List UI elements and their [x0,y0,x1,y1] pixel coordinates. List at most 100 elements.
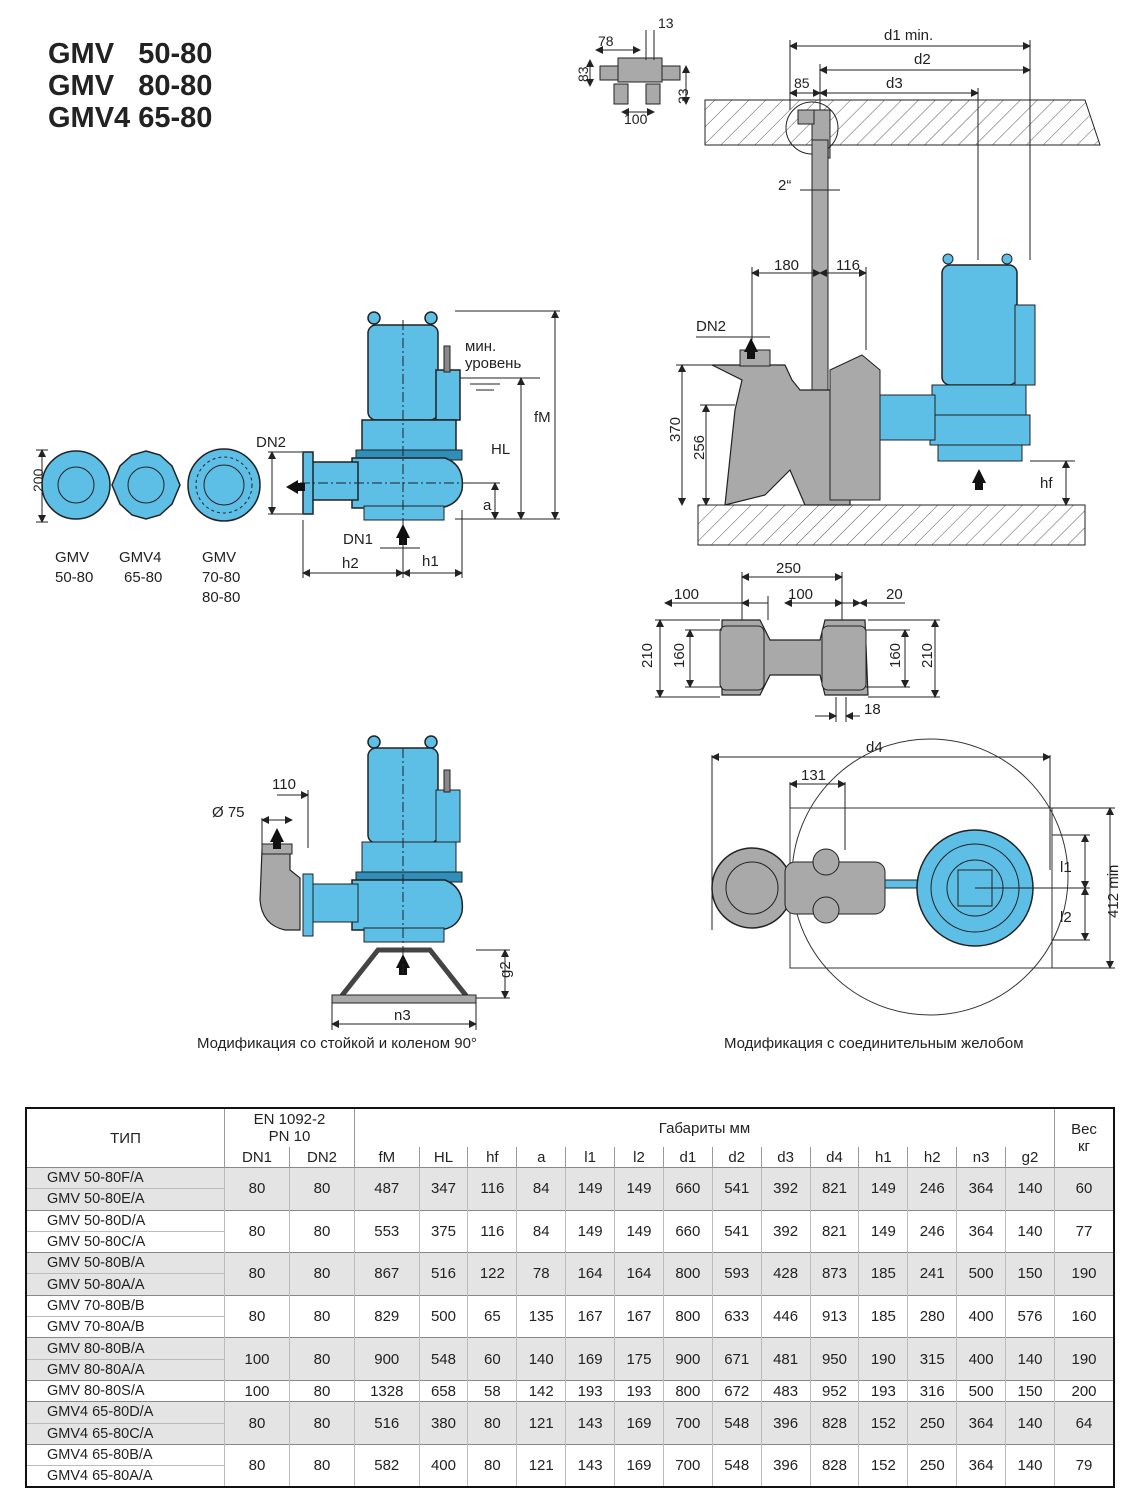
flange3-label-1: GMV [202,549,236,566]
column-header-n3: n3 [956,1147,1006,1168]
column-header-d3: d3 [760,1147,811,1168]
dim-2-inch: 2“ [778,177,791,194]
value-cell: 152 [858,1401,908,1445]
caption-left: Модификация со стойкой и коленом 90° [197,1035,477,1052]
value-cell: 149 [614,1209,664,1253]
value-cell: 633 [711,1294,762,1338]
installation-view [676,40,1101,546]
value-cell: 80 [289,1401,355,1445]
column-header-l2: l2 [614,1147,664,1168]
value-cell: 500 [956,1252,1006,1296]
table-row: GMV 80-80A/A [26,1358,1114,1381]
value-cell: 800 [662,1252,713,1296]
value-cell: 250 [907,1401,957,1445]
value-cell: 80 [289,1443,355,1488]
dim-100-b: 100 [788,586,813,603]
column-header-l1: l1 [565,1147,615,1168]
dim-d1: d1 min. [884,27,933,44]
value-cell: 152 [858,1443,908,1488]
top-bracket-detail [586,30,690,116]
value-cell: 135 [516,1294,566,1338]
dim-20: 20 [886,586,903,603]
value-cell: 100 [224,1379,290,1402]
dim-DN2: DN2 [256,434,286,451]
column-header-d2: d2 [711,1147,762,1168]
type-cell: GMV 50-80B/A [26,1252,225,1274]
value-cell: 175 [614,1337,664,1381]
column-header-hf: hf [467,1147,517,1168]
value-cell: 149 [858,1167,908,1211]
type-cell: GMV 80-80B/A [26,1337,225,1360]
type-cell: GMV4 65-80B/A [26,1443,225,1466]
value-cell: 800 [662,1379,713,1402]
flange2-label-1: GMV4 [119,549,162,566]
value-cell: 149 [858,1209,908,1253]
value-cell: 392 [760,1209,811,1253]
value-cell: 140 [1005,1167,1055,1211]
flange2-label-2: 65-80 [124,569,162,586]
value-cell: 952 [809,1379,859,1402]
dim-100-top: 100 [624,111,648,127]
column-header-fm: fM [354,1147,420,1168]
flange3-label-2: 70-80 [202,569,240,586]
value-cell: 828 [809,1443,859,1488]
value-cell: 169 [565,1337,615,1381]
table-row: GMV 70-80A/B [26,1316,1114,1338]
dim-d4: d4 [866,739,883,756]
value-cell: 80 [224,1443,290,1488]
value-cell: 250 [907,1443,957,1488]
value-cell: 193 [614,1379,664,1402]
value-cell: 500 [418,1294,468,1338]
type-cell: GMV 50-80A/A [26,1273,225,1296]
value-cell: 140 [1005,1401,1055,1445]
value-cell: 160 [1054,1294,1114,1338]
value-cell: 400 [956,1294,1006,1338]
value-cell: 548 [711,1401,762,1445]
dim-412-min: 412 min [1105,865,1122,918]
value-cell: 700 [662,1443,713,1488]
type-cell: GMV4 65-80C/A [26,1422,225,1445]
value-cell: 1328 [354,1379,420,1402]
dim-18: 18 [864,701,881,718]
value-cell: 64 [1054,1401,1114,1445]
dim-hf: hf [1040,475,1053,492]
value-cell: 65 [467,1294,517,1338]
value-cell: 548 [418,1337,468,1381]
value-cell: 516 [354,1401,420,1445]
dim-180: 180 [774,257,799,274]
value-cell: 392 [760,1167,811,1211]
value-cell: 100 [224,1337,290,1381]
spec-table: ТИП EN 1092-2 PN 10 Габариты мм Вес кг D… [25,1107,1115,1489]
value-cell: 150 [1005,1252,1055,1296]
table-row: GMV 50-80C/A [26,1230,1114,1253]
value-cell: 60 [467,1337,517,1381]
value-cell: 280 [907,1294,957,1338]
value-cell: 80 [224,1209,290,1253]
value-cell: 364 [956,1167,1006,1211]
model-titles: GMV 50-80 GMV 80-80 GMV4 65-80 [48,38,212,134]
value-cell: 80 [224,1401,290,1445]
value-cell: 316 [907,1379,957,1402]
column-header-hl: HL [418,1147,468,1168]
value-cell: 241 [907,1252,957,1296]
value-cell: 150 [1005,1379,1055,1402]
value-cell: 246 [907,1167,957,1211]
table-row: GMV 50-80E/A [26,1188,1114,1211]
value-cell: 149 [565,1209,615,1253]
technical-drawing: мин. уровень fM HL a DN2 DN1 h2 h1 200 G… [30,15,1122,1030]
type-cell: GMV 50-80C/A [26,1230,225,1253]
dim-370: 370 [667,417,684,442]
dim-131: 131 [801,767,826,784]
column-header-d4: d4 [809,1147,859,1168]
value-cell: 140 [516,1337,566,1381]
dim-210-a: 210 [639,643,656,668]
column-header-dn2: DN2 [289,1147,355,1168]
dim-116: 116 [836,257,860,274]
value-cell: 80 [224,1167,290,1211]
value-cell: 200 [1054,1379,1114,1402]
